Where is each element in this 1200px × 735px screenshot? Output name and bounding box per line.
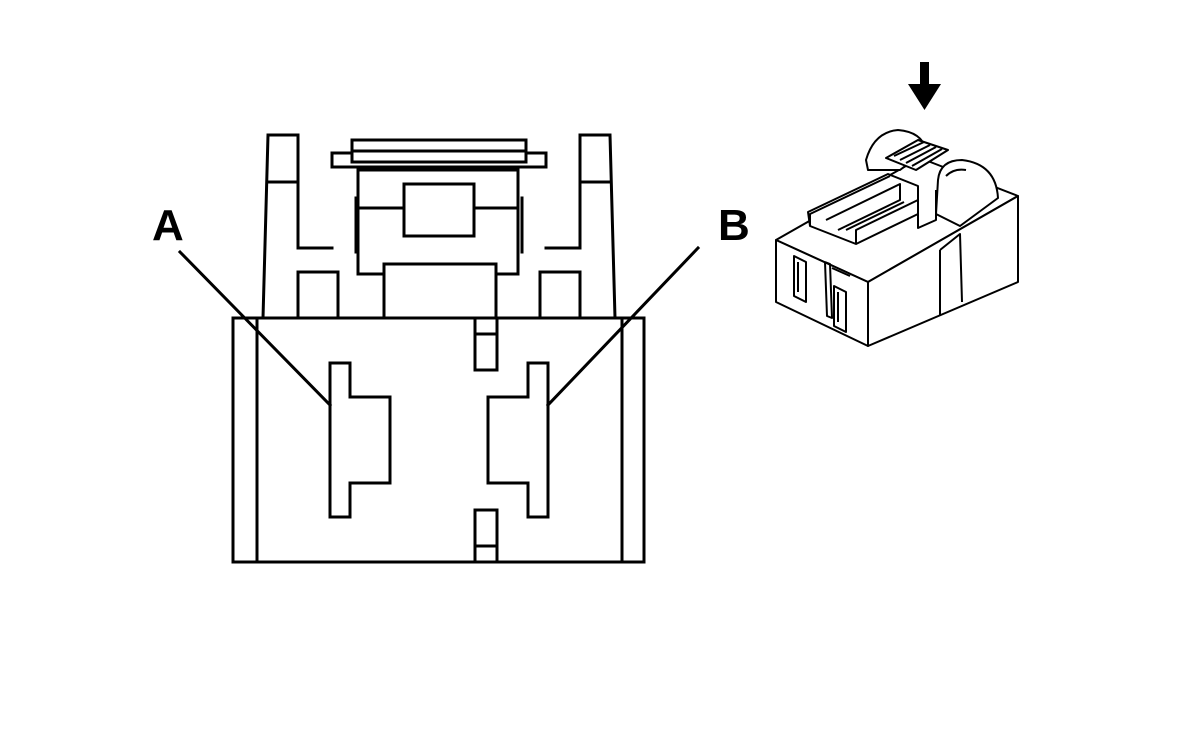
lower-key-notch [473,508,499,564]
iso-terminal-opening-b [833,285,847,333]
terminal-cavity-b [486,361,550,519]
connector-isometric-view [775,62,1019,347]
lock-tab [330,138,548,169]
callout-label-a: A [152,201,184,250]
terminal-cavity-a [328,361,392,519]
iso-terminal-opening-a [793,255,807,303]
upper-key-notch [473,316,499,372]
lock-body [354,168,524,320]
leader-line-b [545,245,701,408]
callout-label-b: B [718,201,750,250]
connector-housing [231,316,646,564]
right-latch-post [538,133,617,320]
arrow-down-icon [908,62,941,110]
connector-face-view: A B [152,133,750,564]
iso-lock-tab [885,139,949,171]
lock-hump-right [935,159,999,227]
leader-line-a [177,249,333,408]
left-latch-post [261,133,340,320]
